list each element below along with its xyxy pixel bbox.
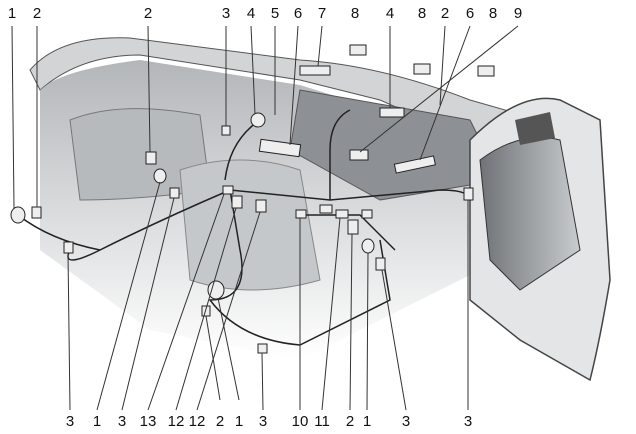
callout-label: 2 xyxy=(143,5,153,22)
callout-label: 12 xyxy=(188,413,206,430)
callout-label: 9 xyxy=(513,5,523,22)
callout-label: 3 xyxy=(463,413,473,430)
callout-label: 8 xyxy=(417,5,427,22)
callout-label: 3 xyxy=(401,413,411,430)
callout-label: 3 xyxy=(221,5,231,22)
callout-label: 2 xyxy=(32,5,42,22)
callout-label: 12 xyxy=(167,413,185,430)
top-leader-lines xyxy=(11,25,519,209)
front-seat xyxy=(179,159,321,291)
callout-label: 5 xyxy=(270,5,280,22)
callout-label: 2 xyxy=(440,5,450,22)
callout-label: 2 xyxy=(215,413,225,430)
callout-label: 6 xyxy=(293,5,303,22)
callout-label: 3 xyxy=(65,413,75,430)
callout-label: 8 xyxy=(488,5,498,22)
callout-label: 7 xyxy=(317,5,327,22)
callout-label: 11 xyxy=(314,413,330,430)
callout-label: 2 xyxy=(345,413,355,430)
callout-label: 4 xyxy=(246,5,256,22)
callout-label: 8 xyxy=(350,5,360,22)
callout-label: 1 xyxy=(362,413,372,430)
bottom-leader-lines xyxy=(67,181,469,411)
sensor-modules xyxy=(10,44,495,354)
callout-label: 3 xyxy=(117,413,127,430)
callout-label: 1 xyxy=(7,5,17,22)
mirror xyxy=(515,112,555,145)
callout-label: 6 xyxy=(465,5,475,22)
callout-label: 1 xyxy=(234,413,244,430)
callout-label: 3 xyxy=(258,413,268,430)
callout-label: 13 xyxy=(139,413,157,430)
callout-label: 10 xyxy=(291,413,309,430)
callout-label: 4 xyxy=(385,5,395,22)
callout-label: 1 xyxy=(92,413,102,430)
